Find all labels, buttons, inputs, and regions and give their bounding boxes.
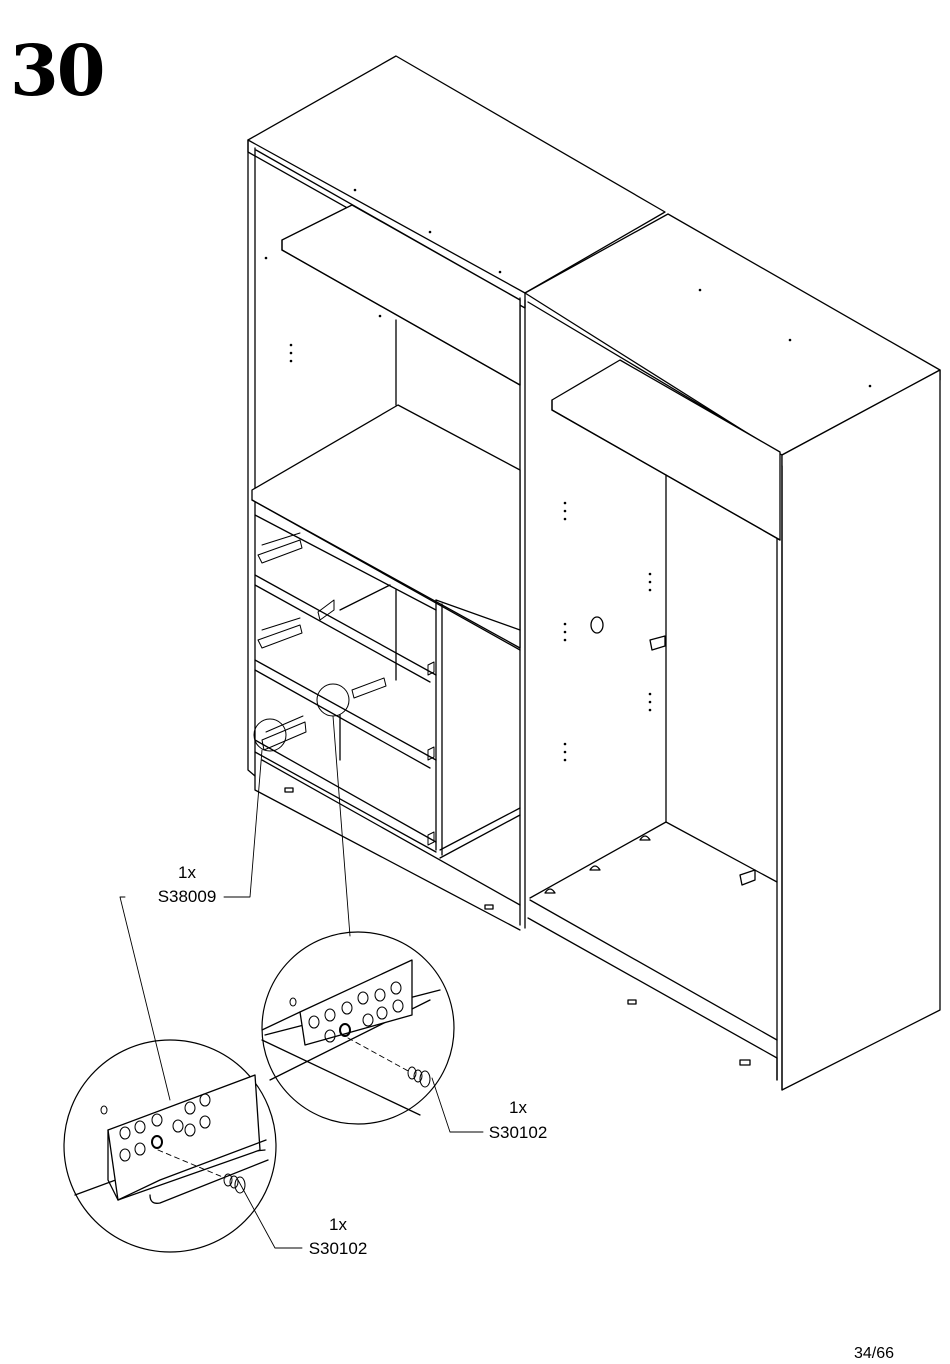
detail-circle-runner	[64, 1040, 276, 1252]
callout-qty: 1x	[329, 1215, 347, 1234]
callout-part-number: S30102	[489, 1123, 548, 1142]
callout-qty: 1x	[178, 863, 196, 882]
callout-part-number: S38009	[158, 887, 217, 906]
screw-icon	[408, 1067, 430, 1087]
right-cabinet	[525, 214, 940, 1090]
callout-part-number: S30102	[309, 1239, 368, 1258]
detail-circle-screw	[262, 932, 454, 1124]
callout-qty: 1x	[509, 1098, 527, 1117]
left-cabinet	[248, 56, 665, 930]
page-number: 34/66	[854, 1346, 894, 1362]
detail-marker-runner	[254, 719, 286, 751]
detail-marker-screw	[317, 684, 349, 716]
